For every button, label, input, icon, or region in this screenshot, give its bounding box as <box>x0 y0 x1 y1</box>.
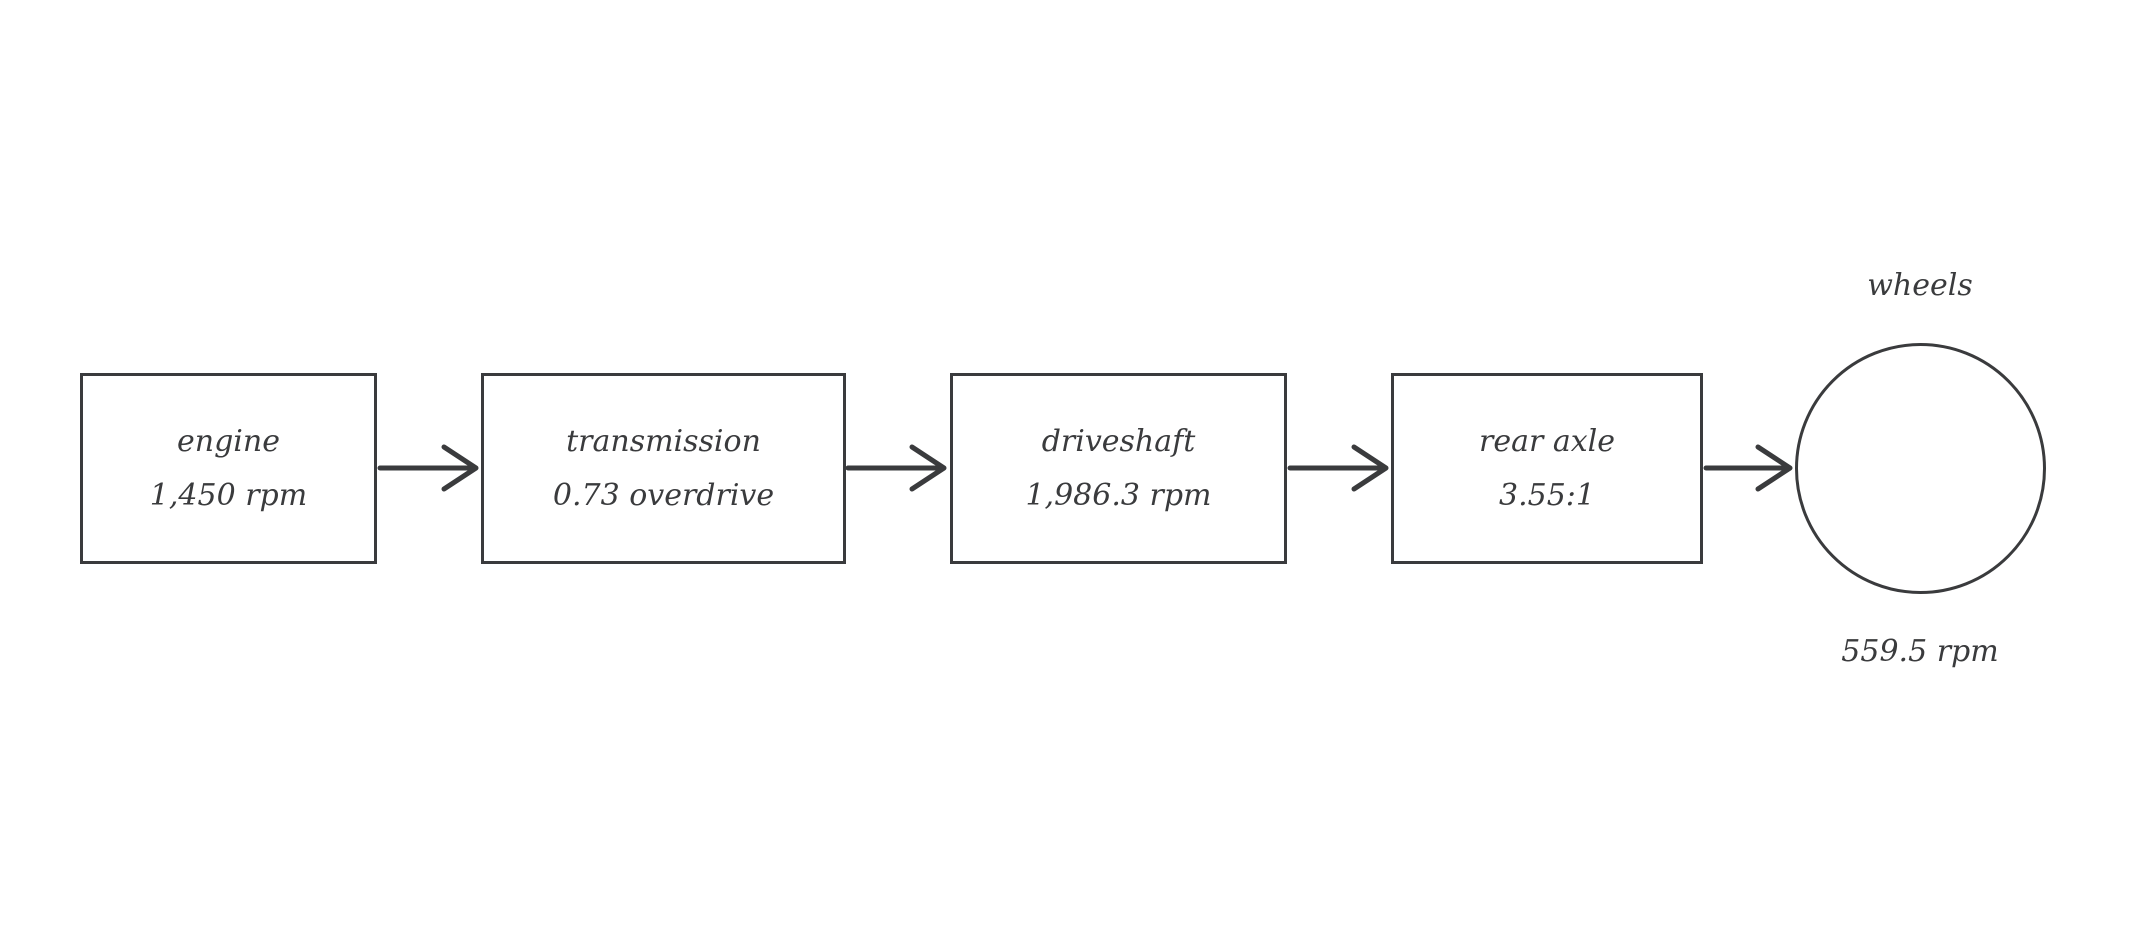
transmission-value: 0.73 overdrive <box>552 477 775 513</box>
edge-engine-transmission <box>377 444 479 492</box>
wheels-node <box>1795 343 2046 594</box>
wheels-label: wheels <box>1867 268 1973 303</box>
edge-rear-axle-wheels <box>1703 444 1793 492</box>
rear-axle-node: rear axle 3.55:1 <box>1391 373 1703 564</box>
driveshaft-value: 1,986.3 rpm <box>1025 477 1212 513</box>
rear-axle-label: rear axle <box>1478 423 1615 459</box>
edge-driveshaft-rear-axle <box>1287 444 1389 492</box>
engine-label: engine <box>177 423 280 459</box>
engine-node: engine 1,450 rpm <box>80 373 377 564</box>
transmission-node: transmission 0.73 overdrive <box>481 373 846 564</box>
driveshaft-node: driveshaft 1,986.3 rpm <box>950 373 1287 564</box>
rear-axle-value: 3.55:1 <box>1499 477 1595 513</box>
driveshaft-label: driveshaft <box>1041 423 1196 459</box>
transmission-label: transmission <box>566 423 761 459</box>
wheels-value: 559.5 rpm <box>1841 634 1999 669</box>
edge-transmission-driveshaft <box>845 444 947 492</box>
engine-value: 1,450 rpm <box>149 477 308 513</box>
